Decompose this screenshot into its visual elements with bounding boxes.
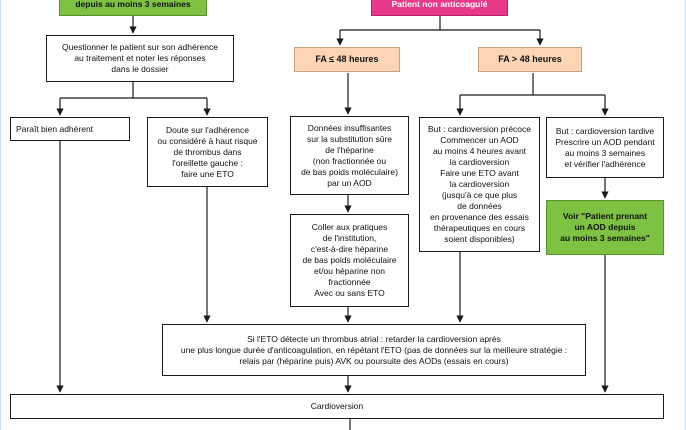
fa-gt-48-text: FA > 48 heures xyxy=(498,54,562,64)
cardioversion-text: Cardioversion xyxy=(310,401,364,411)
box-early-cardioversion: But : cardioversion précoce Commencer un… xyxy=(419,117,540,252)
insufficient-data-text: Données insuffisantes sur la substitutio… xyxy=(301,122,398,188)
box-doubt-adherence: Doute sur l'adhérence ou considéré à hau… xyxy=(147,117,268,187)
box-see-patient: Voir "Patient prenant un AOD depuis au m… xyxy=(546,200,664,255)
box-insufficient-data: Données insuffisantes sur la substitutio… xyxy=(290,116,409,195)
top-left-green-text: depuis au moins 3 semaines xyxy=(75,0,191,9)
seems-adherent-text: Paraît bien adhérent xyxy=(16,123,94,134)
box-fa-le-48: FA ≤ 48 heures xyxy=(294,47,400,72)
box-institution-practices: Coller aux pratiques de l'institution, c… xyxy=(290,214,409,307)
box-top-left-green: depuis au moins 3 semaines xyxy=(59,0,207,16)
box-seems-adherent: Paraît bien adhérent xyxy=(10,117,130,141)
doubt-adherence-text: Doute sur l'adhérence ou considéré à hau… xyxy=(157,124,258,179)
institution-practices-text: Coller aux pratiques de l'institution, c… xyxy=(302,222,397,298)
box-late-cardioversion: But : cardioversion tardive Prescrire un… xyxy=(546,117,664,178)
top-pink-text: Patient non anticoagulé xyxy=(391,0,488,9)
see-patient-text: Voir "Patient prenant un AOD depuis au m… xyxy=(560,211,650,243)
early-cardioversion-text: But : cardioversion précoce Commencer un… xyxy=(428,124,531,244)
box-cardioversion: Cardioversion xyxy=(10,394,664,419)
adherence-question-text: Questionner le patient sur son adhérence… xyxy=(62,42,218,74)
box-adherence-question: Questionner le patient sur son adhérence… xyxy=(46,35,234,82)
box-eto-thrombus: Si l'ETO détecte un thrombus atrial : re… xyxy=(162,324,586,376)
fa-le-48-text: FA ≤ 48 heures xyxy=(315,54,379,64)
box-fa-gt-48: FA > 48 heures xyxy=(478,47,582,72)
box-top-pink: Patient non anticoagulé xyxy=(371,0,508,16)
late-cardioversion-text: But : cardioversion tardive Prescrire un… xyxy=(555,125,655,169)
eto-thrombus-text: Si l'ETO détecte un thrombus atrial : re… xyxy=(180,333,568,366)
